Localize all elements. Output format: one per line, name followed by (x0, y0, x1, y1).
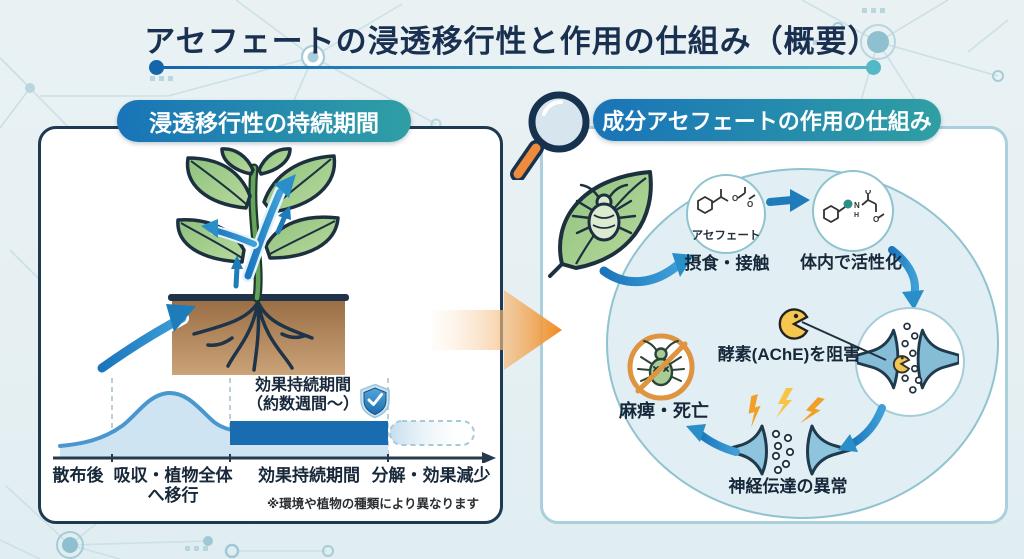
acephate-label: アセフェート (691, 230, 761, 242)
leaf-aphid-icon (548, 170, 653, 278)
acephate-molecule-circle: O O アセフェート (686, 174, 766, 254)
roots (192, 300, 314, 372)
left-panel-header-label: 浸透移行性の持続期間 (149, 110, 379, 136)
uptake-curve (58, 390, 254, 448)
step-nerve-label: 神経伝達の異常 (728, 477, 848, 496)
left-panel-header: 浸透移行性の持続期間 (117, 100, 411, 142)
right-panel-header-label: 成分アセフェートの作用の仕組み (602, 109, 932, 134)
duration-badge: 効果持続期間 （約数週間～） (246, 377, 359, 413)
effect-duration-bar (230, 421, 388, 445)
lightning-icon (748, 388, 825, 428)
page-title: アセフェートの浸透移行性と作用の仕組み（概要） (144, 24, 880, 59)
arrow-to-synapse-icon (888, 246, 924, 310)
svg-text:H: H (854, 212, 859, 219)
effect-fade-box (389, 420, 475, 446)
svg-text:N: N (854, 201, 860, 210)
svg-text:O: O (865, 190, 871, 196)
axis-label-absorption: 吸収・植物全体 へ移行 (113, 466, 233, 506)
arrow-activation-icon (766, 189, 810, 212)
enzyme-pointer-line (801, 321, 887, 361)
axis-label-degradation: 分解・効果減少 (371, 466, 491, 485)
step-inhibition-label: 酵素(AChE)を阻害 (717, 345, 861, 364)
prohibition-dead-aphid-icon (627, 333, 695, 401)
arrow-to-nerve-icon (838, 404, 886, 452)
svg-text:O: O (747, 200, 753, 209)
magnifier-icon (510, 91, 590, 180)
step-feeding-label: 摂食・接触 (684, 254, 770, 273)
shield-check-icon (360, 383, 390, 419)
time-axis-arrowhead (482, 452, 496, 463)
enzyme-pacman-icon (778, 308, 809, 340)
activated-molecule-circle: N H O O (812, 170, 894, 252)
activated-molecule-icon: N H O O (823, 190, 885, 224)
acephate-molecule-icon: O O (697, 187, 756, 215)
plant-illustration (95, 147, 349, 375)
title-underline (149, 60, 881, 75)
translocation-arrows (95, 174, 296, 375)
disclaimer-note: ※環境や植物の種類により異なります (267, 497, 479, 511)
synapse-disrupted-icon (722, 424, 852, 476)
axis-label-after-spray: 散布後 (52, 466, 104, 485)
svg-text:O: O (732, 194, 738, 203)
step-activation-label: 体内で活性化 (800, 253, 902, 272)
right-panel-header: 成分アセフェートの作用の仕組み (593, 99, 941, 141)
aphid-icon (571, 183, 637, 242)
step-death-label: 麻痺・死亡 (619, 401, 709, 421)
axis-label-duration: 効果持続期間 (258, 466, 360, 485)
arrow-to-death-icon (686, 424, 740, 456)
synapse-inhibited-icon (857, 322, 959, 394)
arrow-feeding-icon (599, 253, 694, 287)
transition-arrow-icon (432, 290, 562, 370)
synapse-circle (855, 307, 965, 417)
svg-text:O: O (873, 215, 879, 224)
duration-graph (53, 378, 496, 463)
